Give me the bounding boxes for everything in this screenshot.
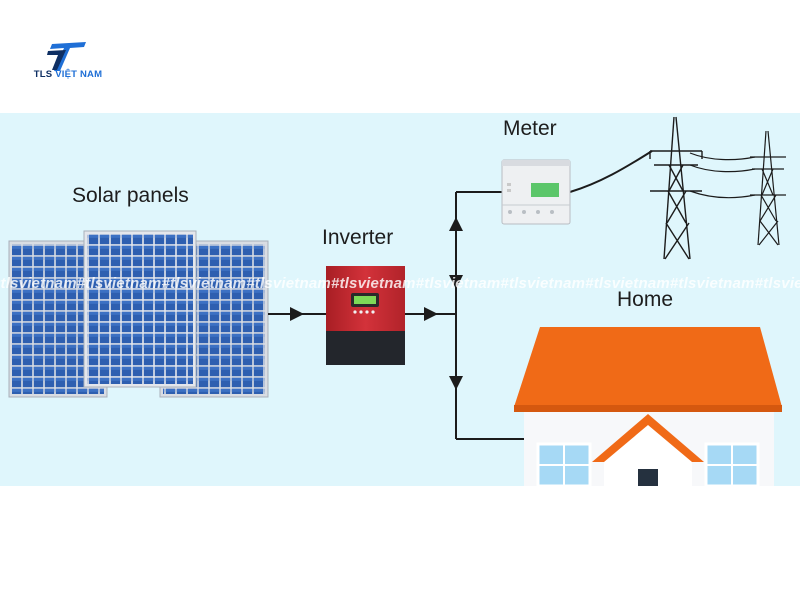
brand-logo: TLS VIỆT NAM — [28, 34, 108, 84]
tls-logo-icon — [47, 42, 86, 71]
solar-panel-center — [83, 230, 197, 388]
label-solar-panels: Solar panels — [72, 184, 189, 207]
diagram-graphics — [8, 116, 786, 486]
house-roof — [514, 327, 782, 407]
power-tower-small — [750, 130, 786, 246]
arrow-up-to-meter — [449, 217, 463, 231]
label-inverter: Inverter — [322, 226, 394, 249]
flow-arrows — [290, 217, 463, 390]
connection-lines — [268, 150, 756, 440]
solar-panels-group — [8, 230, 269, 398]
arrow-from-inverter — [424, 307, 438, 321]
inverter-device — [326, 266, 405, 365]
arrow-down-to-home — [449, 376, 463, 390]
power-tower-large — [649, 116, 703, 260]
label-meter: Meter — [503, 117, 557, 140]
arrow-down-mid — [449, 275, 463, 289]
solar-system-diagram: Solar panels Inverter Meter Home #tlsvie… — [0, 113, 800, 486]
label-home: Home — [617, 288, 674, 311]
house — [514, 327, 782, 486]
brand-prefix: TLS — [33, 69, 53, 80]
brand-name: TLS VIỆT NAM — [28, 69, 108, 80]
meter-device — [501, 159, 571, 225]
brand-suffix: VIỆT NAM — [55, 69, 103, 80]
arrow-to-inverter — [290, 307, 304, 321]
